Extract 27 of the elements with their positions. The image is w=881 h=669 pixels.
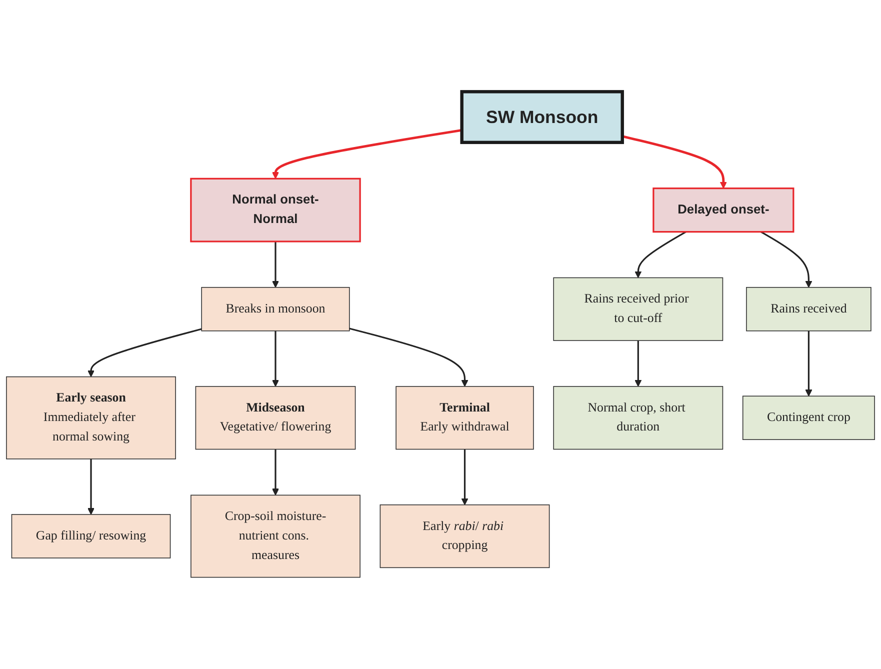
node-box: Early rabi/ rabi cropping (380, 504, 550, 568)
arrow (272, 241, 280, 288)
arrow (634, 231, 686, 278)
node-box: Rains received (746, 286, 872, 332)
node-box: Breaks in monsoon (201, 286, 350, 332)
arrow (349, 328, 468, 387)
arrow (272, 330, 280, 387)
arrow (760, 231, 812, 288)
node-box: Rains received prior to cut-off (553, 277, 724, 341)
node-box: SW Monsoon (460, 90, 624, 144)
arrow (461, 449, 468, 506)
node-box: Early season Immediately after normal sowing (6, 376, 176, 460)
arrow (805, 330, 812, 396)
arrow (634, 340, 642, 387)
node-box: Contingent crop (742, 396, 875, 440)
arrow (87, 328, 202, 378)
arrow (272, 128, 462, 179)
node-box: Gap filling/ resowing (11, 514, 171, 558)
arrow (272, 449, 280, 496)
node-box: Crop-soil moisture-nutrient cons. measures (190, 494, 360, 578)
node-box: Terminal Early withdrawal (396, 386, 534, 450)
node-box: Normal onset-Normal (190, 178, 361, 242)
node-box: Normal crop, short duration (553, 386, 724, 450)
node-box: Midseason Vegetative/ flowering (195, 386, 356, 450)
node-box: Delayed onset- (652, 188, 794, 233)
arrow (622, 135, 727, 189)
arrow (87, 458, 95, 515)
